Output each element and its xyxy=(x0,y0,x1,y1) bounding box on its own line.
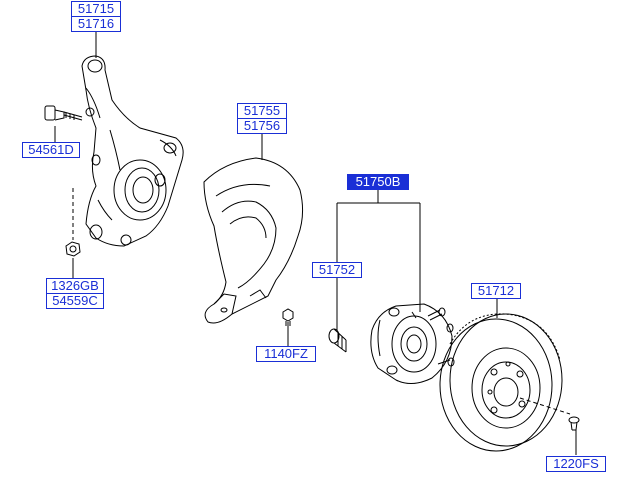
steering-knuckle xyxy=(82,56,183,246)
callout-51756[interactable]: 51756 xyxy=(237,118,287,134)
callout-51712[interactable]: 51712 xyxy=(471,283,521,299)
callout-51716[interactable]: 51716 xyxy=(71,16,121,32)
brake-disc xyxy=(440,314,562,451)
callout-51750b[interactable]: 51750B xyxy=(347,174,409,190)
hub-bolt xyxy=(329,329,346,352)
callout-51752[interactable]: 51752 xyxy=(312,262,362,278)
callout-54561d[interactable]: 54561D xyxy=(22,142,80,158)
dust-cover xyxy=(204,158,303,323)
callout-1140fz[interactable]: 1140FZ xyxy=(256,346,316,362)
knuckle-nut xyxy=(66,242,80,256)
callout-51715[interactable]: 51715 xyxy=(71,1,121,17)
callout-54559c[interactable]: 54559C xyxy=(46,293,104,309)
cover-screw xyxy=(283,309,293,326)
leader-disc-screw xyxy=(519,397,571,415)
callout-1220fs[interactable]: 1220FS xyxy=(546,456,606,472)
knuckle-bolt xyxy=(45,106,82,120)
hub-bearing-assembly xyxy=(371,304,454,384)
callout-51755[interactable]: 51755 xyxy=(237,103,287,119)
disc-screw xyxy=(569,417,579,430)
leader-hub-bracket xyxy=(336,190,421,312)
callout-1326gb[interactable]: 1326GB xyxy=(46,278,104,294)
